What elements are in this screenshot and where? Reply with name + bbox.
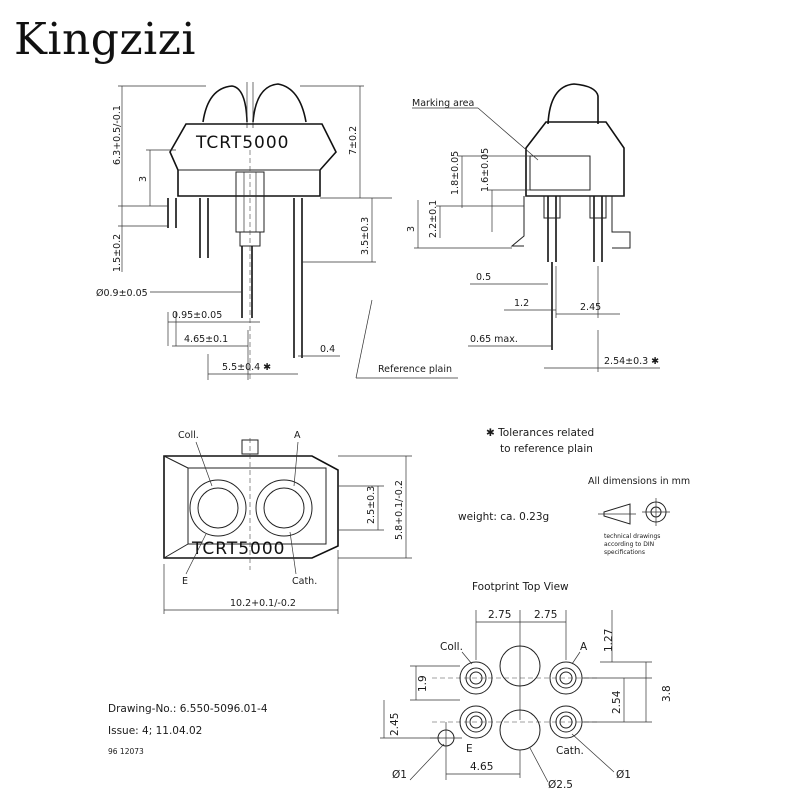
drawing-code: 96 12073 <box>108 747 144 756</box>
issue-note: Issue: 4; 11.04.02 <box>108 725 202 737</box>
dim-phi1-right: Ø1 <box>616 769 631 781</box>
all-dimensions-note: All dimensions in mm <box>588 476 690 487</box>
footprint-cath-label: Cath. <box>556 745 584 757</box>
tech-note-2: according to DIN <box>604 541 654 548</box>
end-view: Marking area 1.8±0.05 1.6±0.05 2.2±0.1 3… <box>406 83 660 372</box>
a-label: A <box>294 430 301 441</box>
marking-area-label: Marking area <box>412 98 474 109</box>
dim-0-4: 0.4 <box>320 344 335 355</box>
cath-label: Cath. <box>292 576 317 587</box>
reference-plain-label: Reference plain <box>378 364 452 375</box>
tech-note-1: technical drawings <box>604 533 660 540</box>
dim-2-2: 2.2±0.1 <box>428 200 439 238</box>
dim-5-5: 5.5±0.4 ✱ <box>222 362 271 373</box>
dim-3-8: 3.8 <box>661 685 673 702</box>
footprint-coll-label: Coll. <box>440 641 463 653</box>
tolerances-note: ✱ Tolerances related <box>486 427 594 439</box>
drawing-number: Drawing-No.: 6.550-5096.01-4 <box>108 703 268 715</box>
dim-1-6: 1.6±0.05 <box>480 148 491 192</box>
footprint-a-label: A <box>580 641 588 653</box>
footprint-title: Footprint Top View <box>472 581 569 593</box>
dim-2-54-fp: 2.54 <box>611 690 623 714</box>
dim-4-65-fp: 4.65 <box>470 761 493 773</box>
part-label-side: TCRT5000 <box>195 133 289 153</box>
footprint: Footprint Top View 2.75 2.75 Coll. A E C… <box>380 581 673 791</box>
dim-2-45: 2.45 <box>580 302 601 313</box>
brand-title: Kingzizi <box>14 14 196 65</box>
dim-2-75-right: 2.75 <box>534 609 557 621</box>
coll-label: Coll. <box>178 430 199 441</box>
dim-2-5: 2.5±0.3 <box>366 486 377 524</box>
dim-7: 7±0.2 <box>348 126 359 155</box>
dim-1-27: 1.27 <box>603 629 615 652</box>
dim-0-5: 0.5 <box>476 272 491 283</box>
dim-3-end: 3 <box>406 226 417 232</box>
notes: ✱ Tolerances related to reference plain … <box>108 427 690 756</box>
dim-3-side: 3 <box>138 176 149 182</box>
dim-0-65: 0.65 max. <box>470 334 518 345</box>
projection-symbol-icon <box>598 498 670 526</box>
dim-pin-dia: Ø0.9±0.05 <box>96 288 148 299</box>
e-label: E <box>182 576 188 587</box>
dim-2-75-left: 2.75 <box>488 609 511 621</box>
part-label-top: TCRT5000 <box>191 539 285 559</box>
dim-2-54: 2.54±0.3 ✱ <box>604 356 659 367</box>
side-view: TCRT5000 6.3+0.5/-0.1 3 1.5±0.2 7±0.2 <box>96 82 458 380</box>
dim-10-2: 10.2+0.1/-0.2 <box>230 598 296 609</box>
dim-1-5: 1.5±0.2 <box>112 234 123 272</box>
top-view: TCRT5000 Coll. A E Cath. 2.5±0.3 5.8+0.1… <box>163 430 412 614</box>
dim-1-8: 1.8±0.05 <box>450 151 461 195</box>
weight-note: weight: ca. 0.23g <box>458 511 549 523</box>
dim-pin-width: 0.95±0.05 <box>172 310 222 321</box>
dim-phi1-left: Ø1 <box>392 769 407 781</box>
dim-4-65: 4.65±0.1 <box>184 334 228 345</box>
dim-phi2-5: Ø2.5 <box>548 779 573 791</box>
footprint-e-label: E <box>466 743 473 755</box>
tech-note-3: specifications <box>604 549 645 556</box>
dim-2-45-fp: 2.45 <box>389 713 401 736</box>
dim-1-9: 1.9 <box>417 675 429 692</box>
tolerances-note-2: to reference plain <box>500 443 593 455</box>
dim-1-2: 1.2 <box>514 298 529 309</box>
dim-5-8: 5.8+0.1/-0.2 <box>394 480 405 540</box>
dim-6-3: 6.3+0.5/-0.1 <box>112 105 123 165</box>
dim-3-5: 3.5±0.3 <box>360 217 371 255</box>
